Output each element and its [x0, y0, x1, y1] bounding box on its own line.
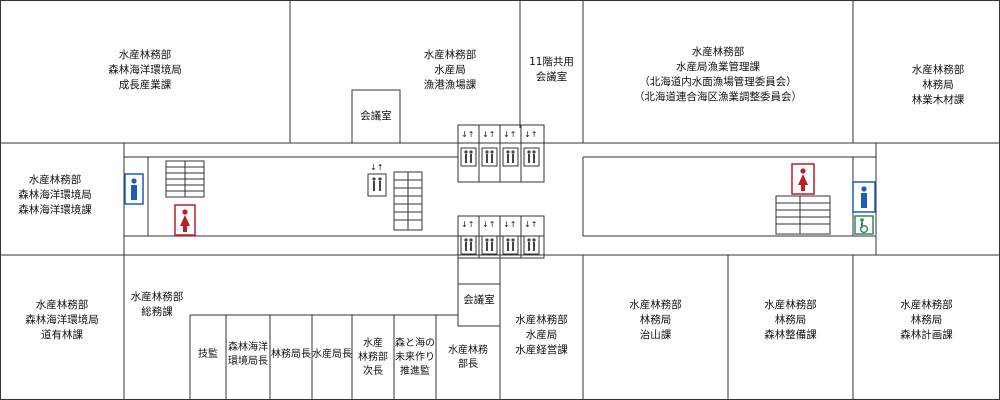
room-chisan: 水産林務部林務局治山課 — [629, 298, 682, 341]
stairs-icon — [393, 171, 423, 231]
meeting-room-bottom: 会議室 — [463, 293, 495, 306]
elevator-icon — [523, 147, 540, 167]
room-seichou-sangyou: 水産林務部森林海洋環境局成長産業課 — [108, 48, 182, 91]
svg-text:↓↑: ↓↑ — [461, 220, 474, 229]
elevator-icon — [367, 173, 387, 197]
elevator-icon — [502, 147, 519, 167]
room-shinrin-keikaku: 水産林務部林務局森林計画課 — [900, 298, 953, 341]
elevator-icon — [523, 235, 540, 255]
svg-text:↓↑: ↓↑ — [482, 220, 495, 229]
room-suisan-kyokuchou: 水産局長 — [312, 349, 352, 360]
room-shinrin-kaiyou-kankyou: 水産林務部森林海洋環境局森林海洋環境課 — [18, 173, 92, 216]
room-suisan-keiei: 水産林務部水産局水産経営課 — [515, 313, 568, 356]
room-shinrin-seibi: 水産林務部林務局森林整備課 — [764, 298, 817, 341]
room-gyogyou-kanri: 水産林務部水産局漁業管理課（北海道内水面漁場管理委員会）（北海道連合海区漁業調整… — [634, 46, 802, 103]
female-restroom-icon — [791, 163, 815, 195]
room-buchou: 水産林務部長 — [448, 345, 488, 370]
room-ringyou-mokuzai: 水産林務部林務局林業木材課 — [911, 63, 965, 106]
elevator-icon — [481, 235, 498, 255]
svg-text:↓↑: ↓↑ — [370, 163, 383, 172]
svg-text:↓↑: ↓↑ — [524, 220, 537, 229]
room-gyokou-gyojou: 水産林務部水産局漁港漁場課 — [423, 48, 477, 91]
room-rimmu-kyokuchou: 林務局長 — [271, 349, 311, 360]
stairs-icon — [775, 195, 831, 235]
room-soumu: 水産林務部総務課 — [130, 291, 184, 318]
room-shinrin-kaiyou-kyokuchou: 森林海洋環境局長 — [228, 342, 268, 367]
svg-text:↓↑: ↓↑ — [482, 130, 495, 139]
svg-text:↓↑: ↓↑ — [524, 130, 537, 139]
room-douyuurin: 水産林務部森林海洋環境局道有林課 — [25, 298, 99, 341]
room-gikan: 技監 — [198, 349, 218, 360]
stairs-icon — [165, 160, 205, 198]
elevator-icon — [460, 147, 477, 167]
svg-text:↓↑: ↓↑ — [461, 130, 474, 139]
room-jichou: 水産林務部次長 — [358, 338, 388, 377]
meeting-room-top: 会議室 — [360, 109, 392, 122]
elevator-icon — [460, 235, 477, 255]
elevator-icon — [502, 235, 519, 255]
elevator-icon — [481, 147, 498, 167]
male-restroom-icon — [852, 181, 876, 213]
male-restroom-icon — [124, 173, 144, 205]
room-suishinkan: 森と海の未来作り推進監 — [395, 338, 435, 377]
female-restroom-icon — [174, 204, 196, 236]
svg-text:↓↑: ↓↑ — [503, 130, 516, 139]
svg-text:↓↑: ↓↑ — [503, 220, 516, 229]
room-11f-meeting: 11階共用会議室 — [529, 56, 574, 83]
accessible-restroom-icon — [854, 215, 874, 235]
